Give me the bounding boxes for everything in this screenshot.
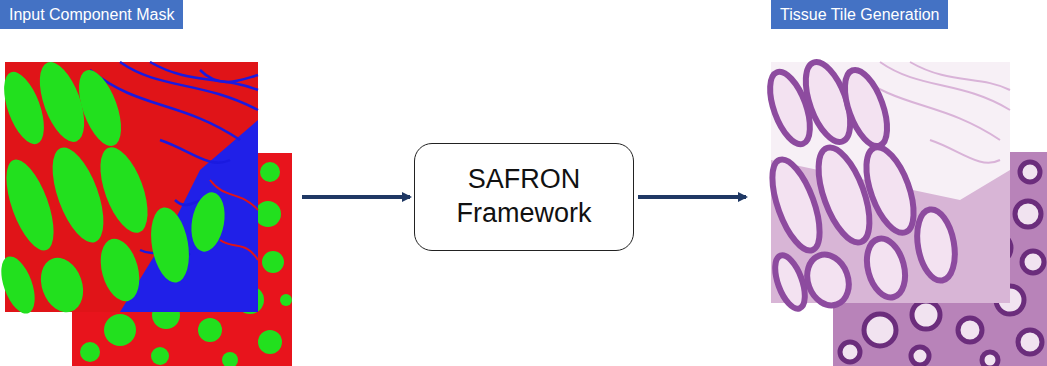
section-heading: Input Component Mask [0,0,183,29]
process-label: SAFRON Framework [437,163,611,231]
mask-figure: Input Component Mask [0,0,298,366]
mask-glands [0,56,229,318]
mask-front [0,56,258,318]
tissue-crypts [762,56,960,312]
process-box: SAFRON Framework [414,143,634,251]
flow-arrow [302,195,410,199]
tissue-front [762,56,1010,312]
tissue-figure: Tissue Tile Generation [750,0,1047,366]
section-heading: Tissue Tile Generation [771,0,948,29]
flow-arrow [638,195,746,199]
